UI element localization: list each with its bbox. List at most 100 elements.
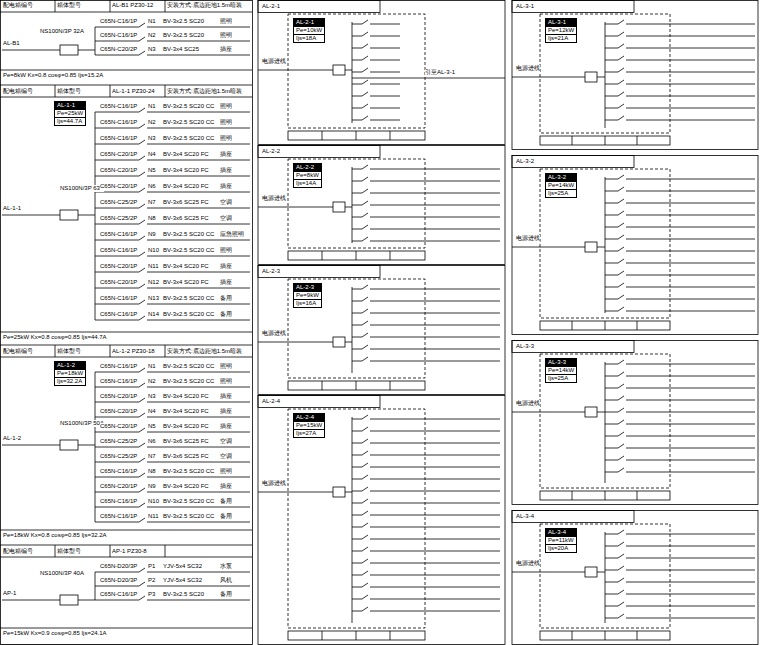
wire-line	[362, 535, 368, 539]
wire-line	[605, 618, 618, 619]
wire-line	[626, 227, 755, 228]
wire-line	[95, 462, 139, 463]
wire-line	[605, 412, 618, 413]
drawing-label: N14	[148, 311, 159, 318]
wire-line	[626, 203, 755, 204]
drawing-label: N5	[148, 423, 156, 430]
drawing-label: C65N-C16/1P	[100, 311, 137, 318]
wire-line	[0, 12, 252, 13]
frame-rect	[585, 407, 597, 417]
drawing-label: BV-3x2.5 SC20 CC	[163, 247, 214, 254]
frame-rect	[540, 491, 670, 500]
drawing-label: 照明	[220, 468, 232, 475]
wire-line	[165, 545, 166, 557]
wire-line	[370, 36, 400, 37]
drawing-label: N6	[148, 438, 156, 445]
drawing-label: AL-2-4	[262, 398, 280, 405]
frame-rect	[540, 14, 670, 133]
wire-line	[139, 284, 145, 288]
wire-line	[370, 455, 500, 456]
wire-line	[626, 412, 755, 413]
drawing-label: BV-3x6 SC25 FC	[163, 199, 209, 206]
wire-line	[352, 455, 362, 456]
wire-line	[322, 251, 323, 260]
wire-line	[618, 384, 624, 388]
wire-line	[605, 594, 618, 595]
wire-line	[370, 217, 500, 218]
wire-line	[258, 342, 333, 343]
drawing-label: 插座	[220, 393, 232, 400]
wire-line	[147, 447, 250, 448]
frame-rect	[512, 511, 758, 645]
wire-line	[352, 503, 362, 504]
wire-line	[2, 600, 60, 601]
wire-line	[370, 479, 500, 480]
drawing-label: 电源进线	[262, 330, 286, 337]
wire-line	[110, 545, 111, 557]
drawing-label: C65N-C16/1P	[100, 231, 137, 238]
wire-line	[637, 136, 638, 145]
frame-rect	[258, 396, 505, 645]
wire-line	[618, 530, 624, 534]
drawing-label: N4	[148, 151, 156, 158]
wire-line	[95, 304, 139, 305]
drawing-label: 备用	[220, 513, 232, 520]
drawing-label: BV-3x4 SC20 FC	[163, 263, 209, 270]
frame-rect	[540, 321, 670, 330]
wire-line	[626, 594, 755, 595]
wire-line	[605, 400, 618, 401]
wire-line	[618, 32, 624, 36]
drawing-label: 插座	[220, 167, 232, 174]
wire-line	[605, 72, 618, 73]
drawing-label: 空调	[220, 199, 232, 206]
wire-line	[147, 224, 250, 225]
drawing-label: NS100N/3P 32A	[40, 28, 84, 35]
wire-line	[605, 436, 618, 437]
wire-line	[95, 572, 139, 573]
wire-line	[352, 599, 362, 600]
wire-line	[352, 24, 362, 25]
wire-line	[626, 36, 755, 37]
drawing-label: NS100N/3P 40A	[40, 570, 84, 577]
drawing-label: 照明	[220, 247, 232, 254]
wire-line	[0, 357, 252, 358]
wire-line	[147, 144, 250, 145]
wire-line	[618, 566, 624, 570]
wire-line	[258, 207, 333, 208]
wire-line	[370, 539, 500, 540]
frame-rect	[258, 1, 505, 145]
wire-line	[618, 56, 624, 60]
wire-line	[352, 515, 362, 516]
drawing-label: 插座	[220, 151, 232, 158]
wire-line	[139, 37, 145, 41]
wire-line	[362, 309, 368, 313]
wire-line	[356, 131, 357, 140]
wire-line	[605, 22, 606, 128]
wire-line	[597, 412, 605, 413]
drawing-label: N2	[148, 32, 156, 39]
wire-line	[626, 299, 755, 300]
wire-line	[572, 491, 573, 500]
drawing-label: BV-3x6 SC25 FC	[163, 215, 209, 222]
drawing-label: 应急照明	[220, 231, 244, 238]
wire-line	[362, 104, 368, 108]
wire-line	[352, 563, 362, 564]
drawing-label: C65N-C20/1P	[100, 167, 137, 174]
frame-rect	[60, 440, 78, 450]
wire-line	[362, 333, 368, 337]
drawing-label: C65N-C20/1P	[100, 183, 137, 190]
wire-line	[147, 192, 250, 193]
frame-rect	[333, 202, 345, 212]
wire-line	[345, 207, 352, 208]
wire-line	[352, 527, 362, 528]
wire-line	[390, 131, 391, 140]
wire-line	[147, 27, 250, 28]
drawing-label: Pe=15kW Kx=0.9 cosφ=0.85 Ijs=24.1A	[3, 630, 107, 637]
wire-line	[147, 256, 250, 257]
wire-line	[95, 600, 139, 601]
wire-line	[362, 427, 368, 431]
wire-line	[55, 0, 56, 12]
wire-line	[362, 177, 368, 181]
wire-line	[139, 428, 145, 432]
